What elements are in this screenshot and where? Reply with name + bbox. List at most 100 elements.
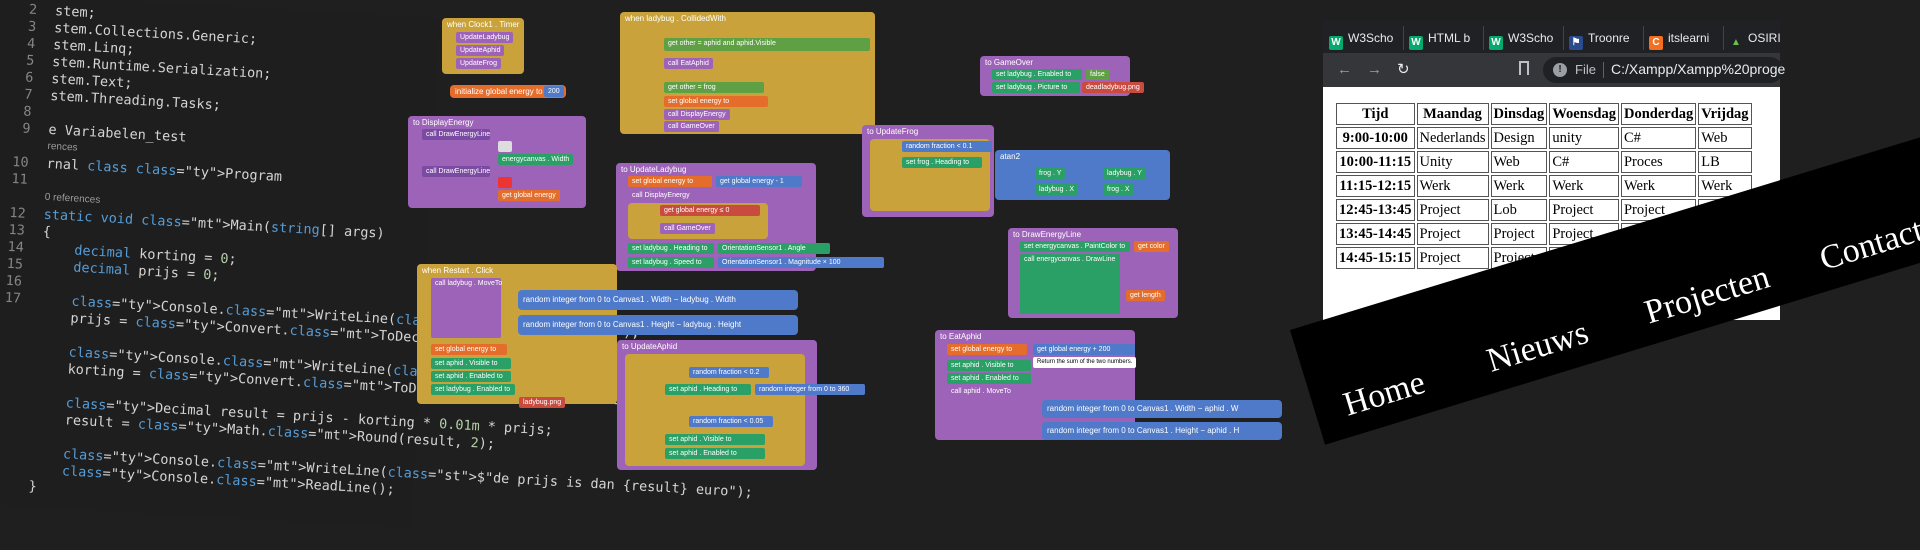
nav-contact[interactable]: Contact: [1815, 211, 1920, 278]
call-draw-line[interactable]: call energycanvas . DrawLine: [1020, 254, 1120, 314]
lesson-cell: LB: [1698, 151, 1752, 173]
lesson-cell: Werk: [1490, 175, 1548, 197]
timetable-header-cell: Donderdag: [1620, 103, 1697, 125]
get-global-energy: get global energy: [498, 190, 560, 201]
time-cell: 11:15-12:15: [1336, 175, 1415, 197]
game-over-block[interactable]: to GameOver set ladybug . Enabled to fal…: [980, 56, 1144, 96]
eat-aphid-block[interactable]: to EatAphid set global energy to get glo…: [935, 330, 1137, 440]
back-icon[interactable]: ←: [1337, 61, 1352, 78]
block-head: to UpdateAphid: [622, 342, 678, 351]
call-ladybug-moveto[interactable]: call ladybug . MoveTo: [431, 278, 502, 338]
dead-ladybug-picture: deadladybug.png: [1082, 82, 1144, 93]
get-color: get color: [1134, 241, 1169, 252]
w3schools-icon: W: [1409, 36, 1423, 50]
line-number: [0, 354, 18, 356]
random-x-block: random integer from 0 to Canvas1 . Width…: [518, 290, 798, 310]
tooltip: Return the sum of the two numbers.: [1033, 357, 1137, 368]
set-paint-color: set energycanvas . PaintColor to: [1020, 241, 1130, 252]
lesson-cell: Werk: [1620, 175, 1697, 197]
random-fraction-02: random fraction < 0.2: [689, 367, 769, 378]
lesson-cell: Web: [1698, 127, 1752, 149]
collided-with-block[interactable]: when ladybug . CollidedWith get other = …: [620, 12, 875, 134]
lesson-cell: Lob: [1490, 199, 1548, 221]
reload-icon[interactable]: ↻: [1397, 61, 1410, 78]
set-aphid-enabled-true: set aphid . Enabled to: [665, 448, 765, 459]
nav-home[interactable]: Home: [1339, 363, 1430, 424]
bookmark-icon[interactable]: [1519, 61, 1529, 75]
timetable-header-cell: Tijd: [1336, 103, 1415, 125]
info-icon[interactable]: !: [1553, 63, 1567, 77]
tab-troonrede[interactable]: ⚑Troonre: [1563, 26, 1644, 50]
itslearning-icon: C: [1649, 36, 1663, 50]
energy-le-zero: get global energy ≤ 0: [660, 205, 760, 216]
time-cell: 10:00-11:15: [1336, 151, 1415, 173]
call-display-energy[interactable]: call DisplayEnergy: [664, 109, 730, 120]
random-heading: random integer from 0 to 360: [755, 384, 865, 395]
set-ladybug-enabled: set ladybug . Enabled to: [992, 69, 1082, 80]
line-number: [0, 422, 14, 424]
nav-projecten[interactable]: Projecten: [1640, 258, 1775, 332]
time-cell: 9:00-10:00: [1336, 127, 1415, 149]
lesson-cell: unity: [1549, 127, 1619, 149]
call-game-over[interactable]: call GameOver: [660, 223, 715, 234]
call-update-frog[interactable]: UpdateFrog: [456, 58, 501, 69]
url-text[interactable]: C:/Xampp/Xampp%20proge: [1611, 61, 1786, 77]
lesson-cell: Werk: [1549, 175, 1619, 197]
init-energy-value: 200: [544, 86, 564, 97]
forward-icon[interactable]: →: [1367, 61, 1382, 78]
display-energy-block[interactable]: to DisplayEnergy call DrawEnergyLine cal…: [408, 116, 586, 208]
timetable-header-cell: Woensdag: [1549, 103, 1619, 125]
aphid-random-x: random integer from 0 to Canvas1 . Width…: [1042, 400, 1282, 418]
call-update-ladybug[interactable]: UpdateLadybug: [456, 32, 514, 43]
lesson-cell: Unity: [1416, 151, 1489, 173]
nav-nieuws[interactable]: Nieuws: [1482, 313, 1593, 380]
get-length: get length: [1126, 290, 1165, 301]
omnibox[interactable]: ! File C:/Xampp/Xampp%20proge: [1543, 57, 1786, 83]
set-energy-zero: set global energy to: [664, 96, 768, 107]
call-game-over[interactable]: call GameOver: [664, 121, 719, 132]
clock-timer-block[interactable]: when Clock1 . Timer UpdateLadybug Update…: [442, 18, 524, 74]
set-ladybug-speed: set ladybug . Speed to: [628, 257, 714, 268]
lesson-cell: Nederlands: [1416, 127, 1489, 149]
call-aphid-moveto[interactable]: call aphid . MoveTo: [947, 386, 1017, 436]
tab-osiris[interactable]: ▲OSIRIS S: [1723, 26, 1780, 50]
lesson-cell: Project: [1490, 223, 1548, 245]
ladybug-picture: ladybug.png: [519, 397, 566, 408]
address-bar: ← → ↻ ! File C:/Xampp/Xampp%20proge: [1323, 53, 1786, 87]
call-display-energy[interactable]: call DisplayEnergy: [628, 190, 694, 201]
energy-plus: get global energy + 200: [1033, 344, 1135, 355]
block-head: when ladybug . CollidedWith: [625, 14, 726, 23]
atan2-block: atan2 frog . Y ladybug . Y ladybug . X f…: [995, 150, 1170, 200]
line-number: [0, 456, 12, 458]
frog-x: frog . X: [1103, 184, 1134, 195]
block-head: to GameOver: [985, 58, 1034, 67]
update-frog-block[interactable]: to UpdateFrog random fraction < 0.1 set …: [862, 125, 994, 217]
random-y-block: random integer from 0 to Canvas1 . Heigh…: [518, 315, 798, 335]
code-text: }: [28, 478, 38, 495]
init-energy-block[interactable]: initialize global energy to 200: [450, 85, 566, 98]
update-aphid-block[interactable]: to UpdateAphid random fraction < 0.2 set…: [617, 340, 865, 470]
lesson-cell: Web: [1490, 151, 1548, 173]
call-draw-energy-line-1[interactable]: call DrawEnergyLine: [422, 129, 490, 140]
random-fraction-005: random fraction < 0.05: [689, 416, 773, 427]
aphid-random-y: random integer from 0 to Canvas1 . Heigh…: [1042, 422, 1282, 440]
block-head: when Clock1 . Timer: [447, 20, 520, 29]
line-number: [0, 371, 17, 373]
update-ladybug-block[interactable]: to UpdateLadybug set global energy to ge…: [616, 163, 884, 271]
energy-minus-one: get global energy - 1: [716, 176, 802, 187]
random-fraction-lt: random fraction < 0.1: [902, 141, 992, 152]
blocks-workspace[interactable]: when Clock1 . Timer UpdateLadybug Update…: [400, 0, 1320, 500]
call-eat-aphid[interactable]: call EatAphid: [664, 58, 713, 69]
call-update-aphid[interactable]: UpdateAphid: [456, 45, 505, 56]
draw-energy-line-block[interactable]: to DrawEnergyLine set energycanvas . Pai…: [1008, 228, 1178, 318]
call-draw-energy-line-2[interactable]: call DrawEnergyLine: [422, 166, 490, 177]
